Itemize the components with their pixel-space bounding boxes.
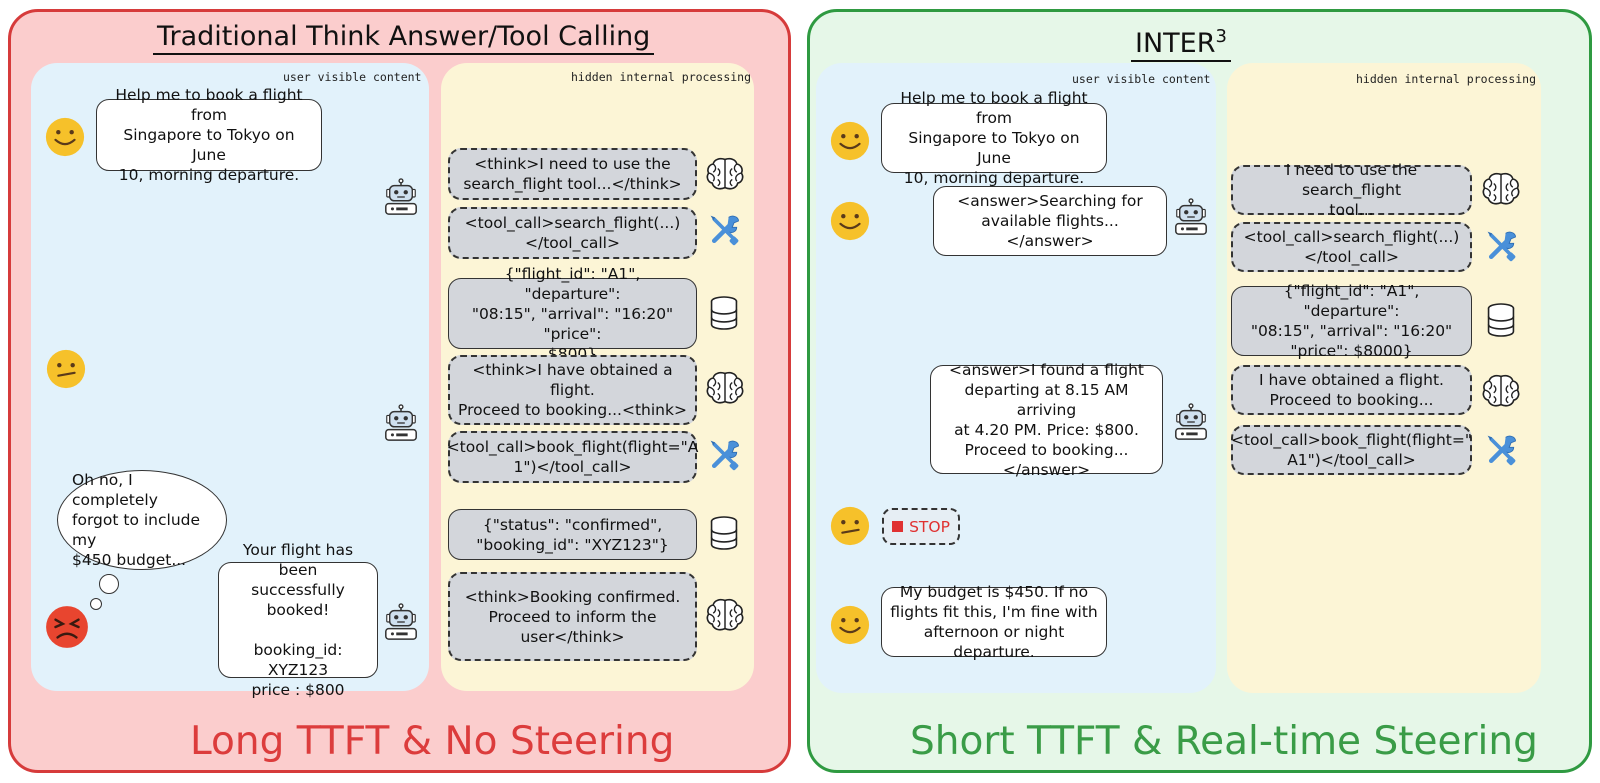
wrench-screwdriver-icon [1484, 432, 1520, 468]
right-user-column-label: user visible content [1072, 72, 1211, 86]
brain-icon [705, 155, 745, 193]
think-step: <think>I have obtained a flight. Proceed… [448, 355, 697, 425]
wrench-screwdriver-icon [707, 212, 743, 248]
assistant-answer: <answer>Searching for available flights.… [933, 186, 1167, 256]
robot-icon [1172, 403, 1210, 441]
robot-icon [382, 404, 420, 442]
stop-square-icon [892, 521, 904, 532]
brain-icon [705, 596, 745, 634]
tool-call-step: <tool_call>search_flight(...) </tool_cal… [1231, 222, 1472, 272]
right-title-text: INTER [1135, 28, 1216, 59]
left-panel-title: Traditional Think Answer/Tool Calling [153, 22, 655, 55]
thought-dot [90, 598, 102, 610]
tool-call-step: <tool_call>search_flight(...) </tool_cal… [448, 207, 697, 259]
thought-bubble: Oh no, I completely forgot to include my… [57, 470, 227, 570]
right-title-superscript: 3 [1215, 26, 1227, 47]
wrench-screwdriver-icon [707, 437, 743, 473]
think-step: I need to use the search_flight tool... [1231, 161, 1472, 219]
tool-result-step: {"status": "confirmed", "booking_id": "X… [448, 509, 697, 560]
smiley-icon [829, 120, 871, 162]
think-step: I have obtained a flight. Proceed to boo… [1231, 365, 1472, 415]
brain-icon [1481, 372, 1521, 410]
stop-button[interactable]: STOP [882, 508, 960, 545]
tool-result-step: {"flight_id": "A1", "departure": "08:15"… [1231, 282, 1472, 360]
think-step: <think>I need to use the search_flight t… [448, 148, 697, 200]
right-hidden-column-label: hidden internal processing [1356, 72, 1537, 86]
user-message: Help me to book a flight from Singapore … [96, 86, 322, 184]
wrench-screwdriver-icon [1484, 228, 1520, 264]
robot-icon [1172, 198, 1210, 236]
robot-icon [382, 603, 420, 641]
tool-call-step: <tool_call>book_flight(flight="A 1")</to… [447, 431, 698, 483]
brain-icon [1481, 170, 1521, 208]
angry-face-icon [44, 604, 90, 650]
user-message: My budget is $450. If no flights fit thi… [881, 583, 1107, 661]
think-step: <think>Booking confirmed. Proceed to inf… [448, 572, 697, 661]
database-icon [1485, 302, 1517, 338]
brain-icon [705, 369, 745, 407]
tool-call-step: <tool_call>book_flight(flight=" A1")</to… [1231, 425, 1472, 475]
right-panel-title: INTER3 [1131, 22, 1231, 62]
confused-face-icon [45, 348, 87, 390]
assistant-reply: Your flight has been successfully booked… [218, 541, 378, 699]
thought-dot [99, 574, 119, 594]
left-hidden-column-label: hidden internal processing [571, 70, 752, 84]
tool-result-step: {"flight_id": "A1", "departure": "08:15"… [448, 265, 697, 363]
robot-icon [382, 178, 420, 216]
database-icon [708, 515, 740, 551]
right-panel-footer: Short TTFT & Real-time Steering [910, 719, 1538, 764]
smiley-icon [829, 200, 871, 242]
assistant-answer: <answer>I found a flight departing at 8.… [930, 361, 1163, 479]
smiley-icon [829, 604, 871, 646]
database-icon [708, 295, 740, 331]
stop-label: STOP [909, 517, 950, 536]
confused-face-icon [829, 505, 871, 547]
smiley-icon [44, 116, 86, 158]
left-panel-footer: Long TTFT & No Steering [190, 719, 675, 764]
left-user-column-label: user visible content [283, 70, 422, 84]
user-message: Help me to book a flight from Singapore … [881, 89, 1107, 187]
